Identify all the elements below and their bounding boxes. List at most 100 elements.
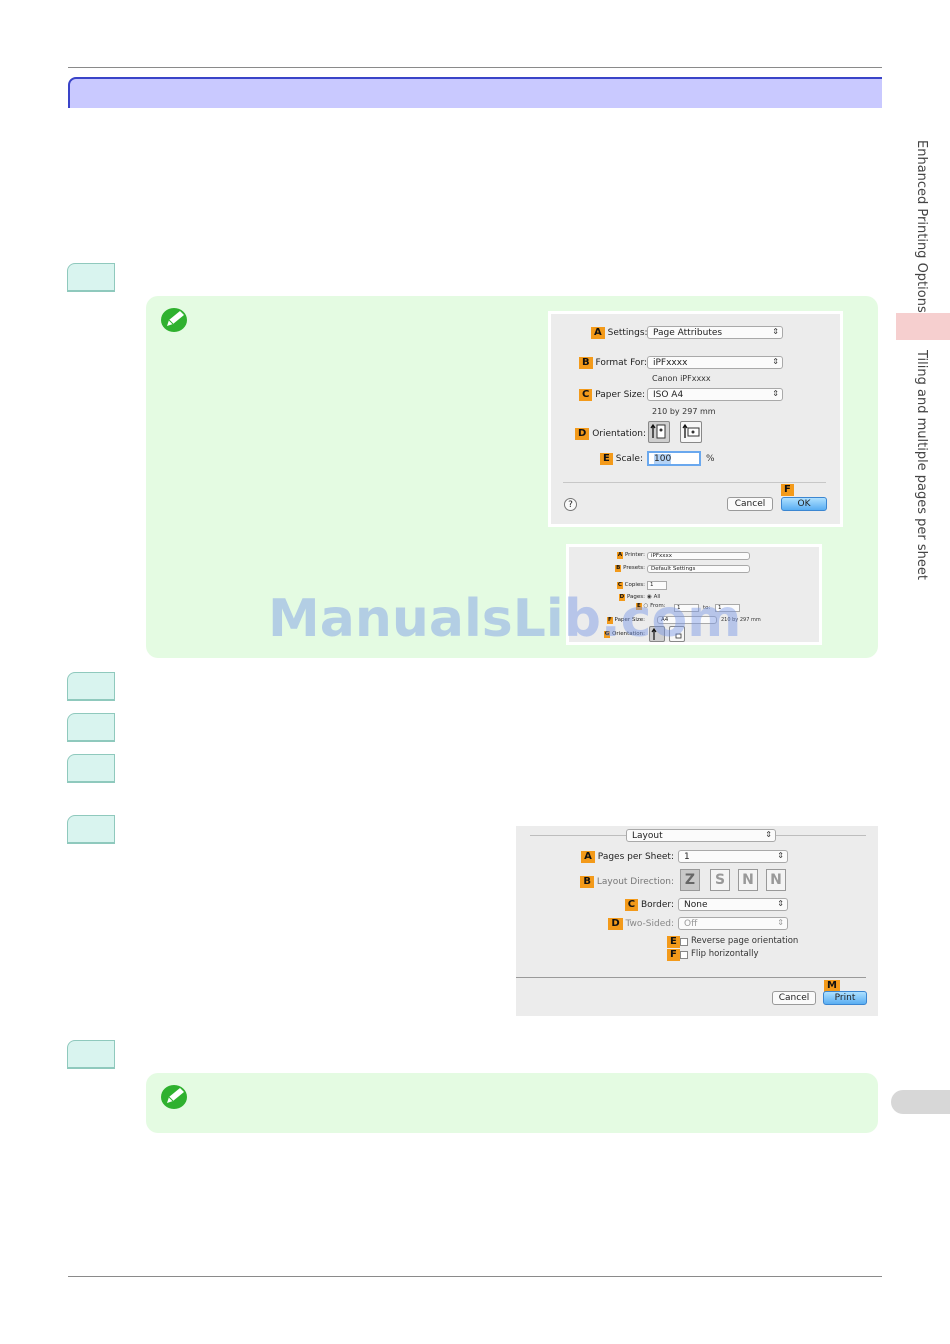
layout-cancel-button[interactable]: Cancel — [772, 991, 816, 1005]
step-marker-4 — [67, 754, 115, 783]
pages-all-radio[interactable]: ◉ All — [647, 594, 661, 600]
step-marker-2 — [67, 672, 115, 701]
format-for-value: iPFxxxx — [653, 358, 688, 368]
from-label: From: — [650, 603, 666, 609]
presets-label-text: Presets: — [623, 565, 645, 571]
paper-size-small-label: F Paper Size: — [589, 617, 645, 624]
copies-label: C Copies: — [589, 582, 645, 589]
direction-n-reverse-button[interactable]: N — [766, 869, 786, 891]
sidebar-page-tab[interactable] — [891, 1090, 950, 1114]
reverse-orientation-label: Reverse page orientation — [691, 936, 799, 946]
step-marker-1 — [67, 263, 115, 292]
landscape-icon — [682, 423, 700, 438]
to-label: to: — [703, 605, 711, 611]
copies-value: 1 — [650, 582, 654, 588]
settings-value: Page Attributes — [653, 328, 723, 338]
pages-per-sheet-select[interactable]: 1⇕ — [678, 850, 788, 863]
reverse-orientation-checkbox[interactable] — [680, 938, 688, 946]
border-label: C Border: — [596, 899, 674, 911]
paper-size-small-value: A4 — [661, 617, 669, 623]
from-value: 1 — [677, 605, 681, 611]
direction-n-button[interactable]: N — [738, 869, 758, 891]
direction-s-button[interactable]: S — [710, 869, 730, 891]
section-heading-bar — [68, 77, 882, 108]
print-button[interactable]: Print — [823, 991, 867, 1005]
scale-label: E Scale: — [591, 453, 643, 465]
badge-c-layout: C — [624, 899, 639, 911]
landscape-icon — [675, 633, 682, 639]
scale-value: 100 — [654, 454, 672, 464]
flip-horizontally-checkbox[interactable] — [680, 951, 688, 959]
format-for-select[interactable]: iPFxxxx ⇕ — [647, 356, 783, 369]
sidebar-section-tab[interactable] — [896, 313, 950, 340]
paper-size-label-text: Paper Size: — [595, 390, 646, 400]
select-arrows-icon: ⇕ — [777, 918, 784, 927]
printer-label-text: Printer: — [624, 552, 645, 558]
badge-d-small: D — [618, 594, 626, 601]
step-marker-3 — [67, 713, 115, 742]
portrait-icon — [651, 627, 657, 640]
presets-select[interactable]: Default Settings — [647, 565, 750, 573]
sidebar-section-title: Tiling and multiple pages per sheet — [914, 350, 929, 581]
paper-size-subtext: 210 by 297 mm — [652, 407, 716, 416]
badge-a: A — [591, 327, 605, 339]
pages-label-text: Pages: — [626, 594, 645, 600]
layout-direction-label: B Layout Direction: — [574, 876, 674, 888]
select-arrows-icon: ⇕ — [772, 357, 779, 366]
border-select[interactable]: None⇕ — [678, 898, 788, 911]
badge-e: E — [600, 453, 613, 465]
watermark: ManualsLib.com — [268, 589, 742, 649]
paper-size-small-label-text: Paper Size: — [614, 617, 645, 623]
badge-e-small: E — [636, 603, 642, 610]
ok-button[interactable]: OK — [781, 497, 827, 511]
pages-per-sheet-value: 1 — [684, 852, 690, 862]
two-sided-value: Off — [684, 919, 698, 929]
landscape-small-button[interactable] — [669, 626, 685, 642]
badge-f-small: F — [607, 617, 613, 624]
paper-size-small-select[interactable]: A4 — [657, 616, 717, 624]
scale-label-text: Scale: — [615, 454, 643, 464]
badge-a-layout: A — [581, 851, 595, 863]
paper-size-value: ISO A4 — [653, 390, 684, 400]
from-input[interactable]: 1 — [674, 604, 699, 612]
badge-e-layout: E — [667, 936, 680, 948]
border-value: None — [684, 900, 708, 910]
print-dialog-small: A Printer: iPFxxxx B Presets: Default Se… — [566, 544, 822, 645]
format-for-subtext: Canon iPFxxxx — [652, 374, 711, 383]
settings-select[interactable]: Page Attributes⇕ — [647, 326, 783, 339]
top-rule — [68, 67, 882, 68]
settings-label-text: Settings: — [607, 328, 648, 338]
to-input[interactable]: 1 — [715, 604, 740, 612]
badge-c: C — [579, 389, 593, 401]
help-button[interactable]: ? — [564, 498, 577, 511]
copies-label-text: Copies: — [624, 582, 645, 588]
cancel-button[interactable]: Cancel — [727, 497, 773, 511]
paper-size-select[interactable]: ISO A4⇕ — [647, 388, 783, 401]
format-for-label-text: Format For: — [595, 358, 648, 368]
bottom-rule — [68, 1276, 882, 1277]
pencil-note-icon — [161, 308, 187, 332]
panel-select[interactable]: Layout⇕ — [626, 829, 776, 842]
printer-value: iPFxxxx — [651, 553, 673, 559]
badge-m-layout: M — [824, 980, 840, 992]
copies-input[interactable]: 1 — [647, 581, 667, 590]
portrait-small-button[interactable] — [649, 626, 665, 642]
pages-from-radio[interactable]: E ○ From: — [636, 603, 666, 610]
badge-b-small: B — [615, 565, 622, 572]
panel-value: Layout — [632, 831, 663, 841]
pages-all-label: All — [653, 594, 661, 600]
badge-d-layout: D — [608, 918, 623, 930]
direction-z-button[interactable]: Z — [680, 869, 700, 891]
badge-d: D — [575, 428, 590, 440]
dialog-divider — [563, 482, 826, 483]
printer-select[interactable]: iPFxxxx — [647, 552, 750, 560]
portrait-orientation-button[interactable] — [648, 421, 670, 443]
layout-dialog: Layout⇕ A Pages per Sheet: 1⇕ B Layout D… — [516, 826, 878, 1016]
scale-input[interactable]: 100 — [647, 451, 701, 466]
landscape-orientation-button[interactable] — [680, 421, 702, 443]
badge-g-small: G — [603, 631, 611, 638]
two-sided-select[interactable]: Off ⇕ — [678, 917, 788, 930]
sidebar-chapter-title: Enhanced Printing Options — [914, 140, 929, 313]
orientation-small-label: G Orientation: — [589, 631, 645, 638]
badge-f: F — [781, 484, 794, 496]
